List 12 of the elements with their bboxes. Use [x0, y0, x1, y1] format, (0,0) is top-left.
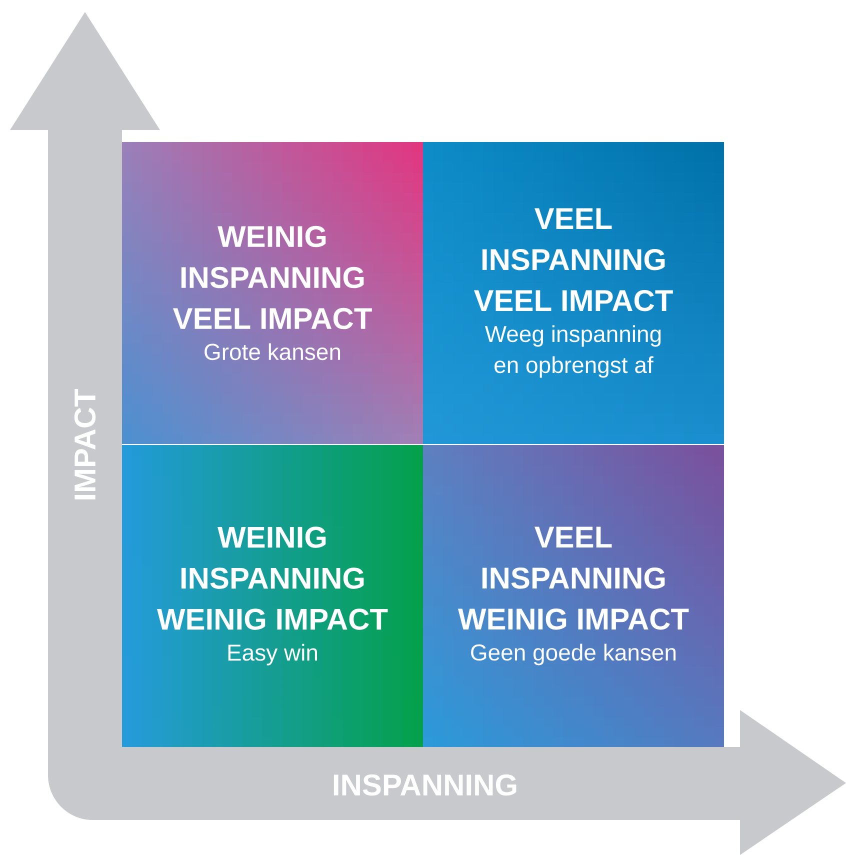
quadrant-box: WEINIG INSPANNING VEEL IMPACT Grote kansen [122, 142, 423, 444]
node-label: WEINIG INSPANNING WEINIG IMPACT [156, 526, 388, 630]
node-label: WEINIG INSPANNING VEEL IMPACT [172, 226, 372, 330]
node-label: Easy win [228, 644, 317, 666]
node-label: VEEL INSPANNING VEEL IMPACT [474, 208, 673, 312]
quadrant-box: VEEL INSPANNING VEEL IMPACT Weeg inspanning en opbrengst af [423, 142, 724, 444]
quadrant-box: WEINIG INSPANNING WEINIG IMPACT Easy win [122, 445, 423, 747]
node-label: VEEL INSPANNING WEINIG IMPACT [458, 526, 689, 630]
node-label: Weeg inspanning en opbrengst af [484, 325, 661, 378]
node-label: Geen goede kansen [471, 644, 676, 666]
node-label: Grote kansen [204, 343, 340, 360]
quadrant-box: VEEL INSPANNING WEINIG IMPACT Geen goede kansen [423, 445, 724, 747]
